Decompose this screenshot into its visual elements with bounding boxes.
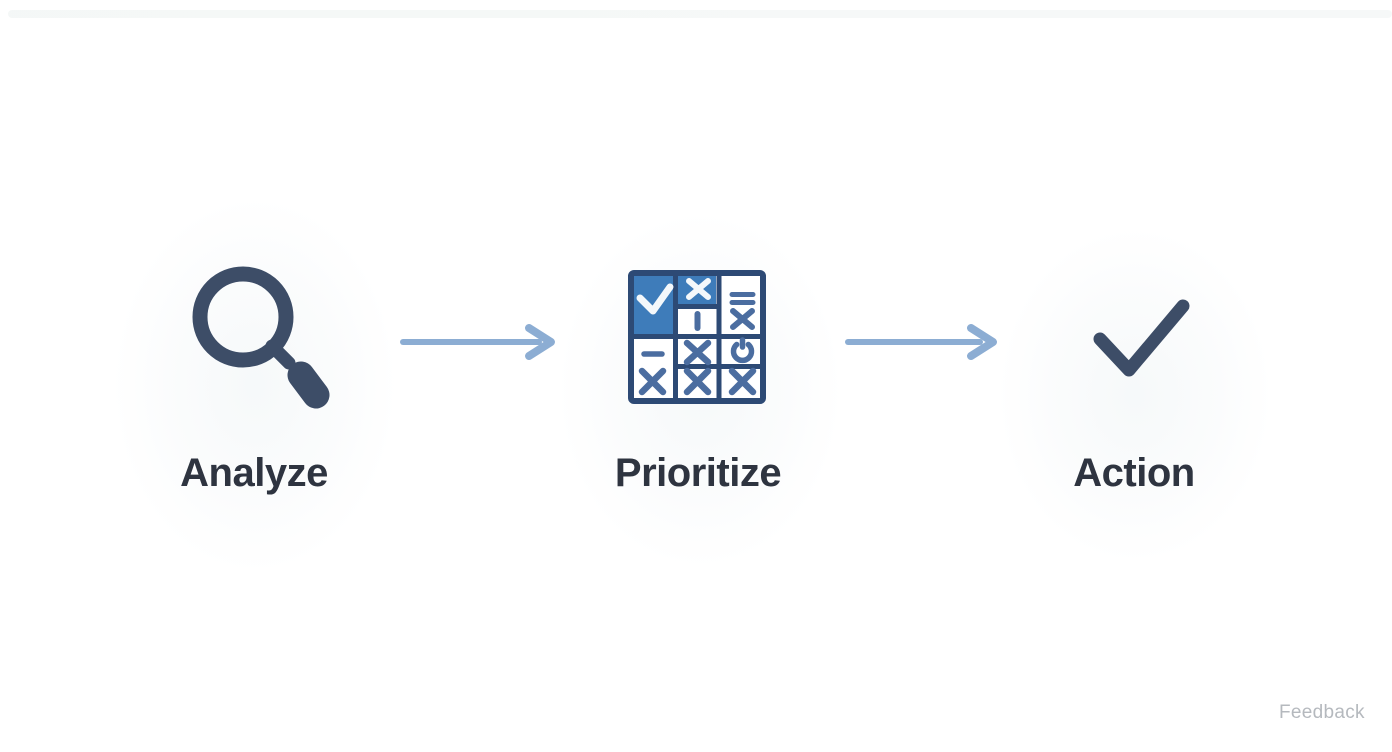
magnifier-lens — [192, 266, 294, 368]
arrow-head — [967, 324, 997, 360]
top-artifact-band — [8, 10, 1392, 18]
matrix-grid-lines — [631, 273, 763, 401]
arrow-right-icon — [400, 324, 555, 360]
step-halo — [1000, 230, 1270, 560]
checkmark-icon — [1093, 299, 1190, 377]
step-label-action: Action — [1073, 451, 1195, 495]
step-label-analyze: Analyze — [180, 451, 328, 495]
magnifier-handle — [287, 361, 330, 409]
matrix-check-glyph — [636, 283, 674, 315]
step-label-prioritize: Prioritize — [614, 451, 782, 495]
matrix-symbol-glyphs — [638, 292, 757, 396]
magnifying-glass-icon — [192, 266, 330, 409]
feedback-button[interactable]: Feedback — [1279, 702, 1365, 723]
magnifier-neck — [265, 339, 296, 370]
checkmark-stroke — [1093, 299, 1190, 377]
arrow-head — [525, 324, 555, 360]
arrow-right-icon — [845, 324, 997, 360]
priority-matrix-icon — [628, 270, 766, 404]
matrix-white-x-glyph — [686, 278, 711, 300]
